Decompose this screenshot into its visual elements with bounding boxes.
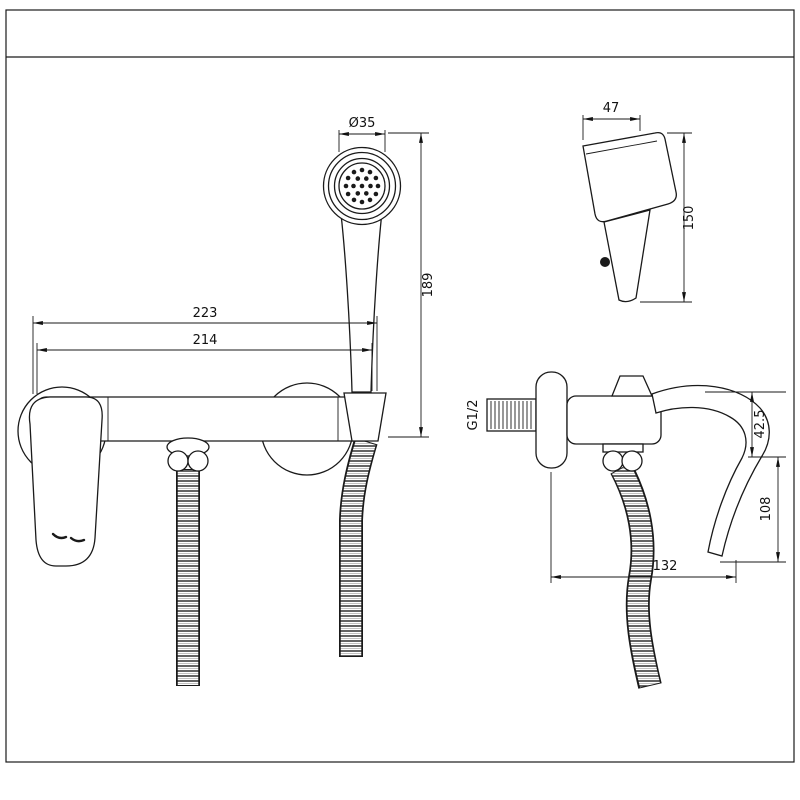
hose-fitting-side (602, 443, 644, 453)
dimension-width-overall: 223 (32, 306, 378, 394)
dim-label-width-inner: 214 (193, 333, 218, 348)
handle-slot-1 (51, 532, 68, 540)
dim-label-sprayer-height: 150 (682, 206, 697, 231)
hose-nut-side-2 (621, 450, 643, 472)
hose-nut-left (167, 450, 189, 472)
sprayer-button (600, 257, 610, 267)
sprayer-head-front (322, 146, 402, 226)
dimension-total-height: 189 (388, 132, 436, 438)
wall-flange-side (535, 371, 568, 469)
dimension-head-diameter: Ø35 (338, 116, 386, 152)
dimension-head-width: 47 (582, 101, 641, 140)
mixer-body-side (566, 395, 662, 445)
sheet-border-rect (5, 9, 795, 763)
head-rim-line (585, 140, 658, 155)
dim-label-handle-height: 108 (759, 497, 774, 522)
thread-hatching (490, 401, 532, 429)
lever-handle-front (28, 396, 103, 567)
sprayer-head-side (582, 131, 677, 223)
front-dimensions: Ø35 189 223 214 (32, 116, 436, 438)
handle-slot-2 (69, 536, 86, 543)
hose-nut-side-1 (602, 450, 624, 472)
dim-label-head-width: 47 (603, 101, 620, 116)
side-view (486, 131, 770, 689)
sprayer-handle-side (603, 209, 651, 303)
dimension-depth: 132 (550, 472, 737, 583)
dimension-handle-height: 108 (720, 457, 786, 563)
dim-label-depth: 132 (653, 559, 678, 574)
lever-handle-side (651, 384, 770, 557)
inlet-thread-nipple (486, 398, 537, 432)
hose-nut-right (187, 450, 209, 472)
dim-label-total-height: 189 (421, 273, 436, 298)
sprayer-holder-front (343, 392, 387, 442)
dim-label-inlet-thread: G1/2 (466, 400, 481, 431)
dim-label-head-diameter: Ø35 (349, 116, 376, 131)
side-dimensions: 47 150 G1/2 42.5 108 132 (466, 101, 786, 583)
spray-nozzle-holes (343, 167, 381, 205)
dimension-width-inner: 214 (36, 333, 373, 394)
front-view (17, 146, 402, 686)
dimension-body-offset: 42.5 (705, 391, 786, 458)
sheet-border (5, 9, 795, 763)
sprayer-handle-front (340, 211, 383, 393)
dimension-sprayer-height: 150 (640, 132, 697, 303)
sprayer-holder-side (611, 375, 654, 397)
hose-right (340, 438, 376, 656)
dim-label-body-offset: 42.5 (753, 410, 768, 439)
dim-label-width-overall: 223 (193, 306, 218, 321)
